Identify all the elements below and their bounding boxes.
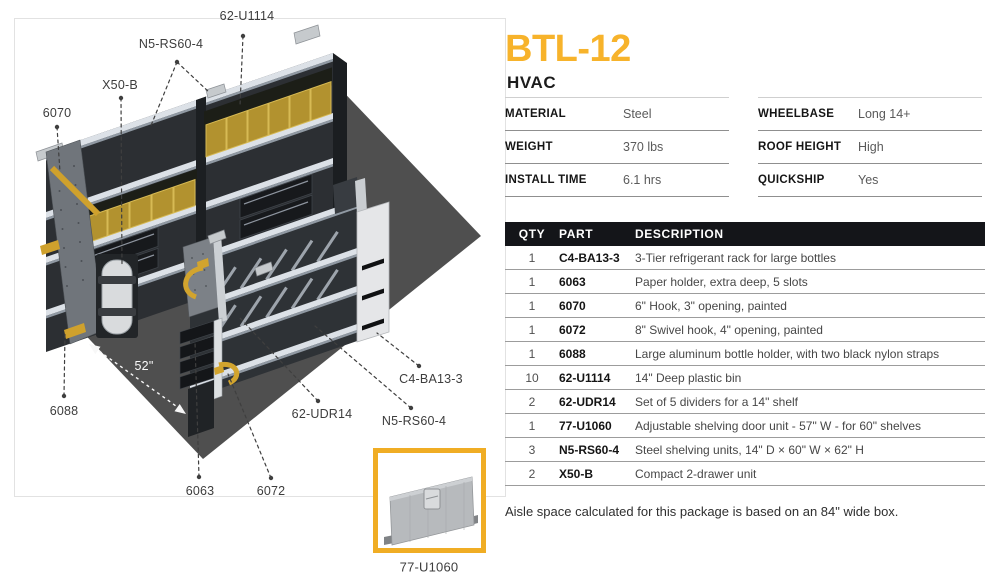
- callout-label-77-u1060: 77-U1060: [399, 559, 459, 575]
- spec-table-right: WHEELBASE Long 14+ ROOF HEIGHT High QUIC…: [758, 97, 982, 197]
- parts-table: QTY PART DESCRIPTION 1 C4-BA13-3 3-Tier …: [505, 222, 985, 486]
- spec-table-left: MATERIAL Steel WEIGHT 370 lbs INSTALL TI…: [505, 97, 729, 197]
- spec-label: MATERIAL: [505, 108, 566, 120]
- spec-row-quickship: QUICKSHIP Yes: [758, 164, 982, 197]
- callout-label-x50-b: X50-B: [102, 78, 138, 92]
- dimension-arrow-52in: [89, 344, 186, 414]
- spec-label: WHEELBASE: [758, 108, 835, 120]
- spec-row-wheelbase: WHEELBASE Long 14+: [758, 98, 982, 131]
- diagram-frame-border: [14, 18, 506, 497]
- plastic-bins-top-row: [204, 67, 332, 158]
- spec-label: ROOF HEIGHT: [758, 141, 842, 153]
- callout-label-62-udr14: 62-UDR14: [291, 407, 353, 421]
- spec-row-material: MATERIAL Steel: [505, 98, 729, 131]
- col-header-qty: QTY: [518, 227, 546, 241]
- wall-bracket: [293, 24, 321, 45]
- callout-label-c4-ba13-3: C4-BA13-3: [399, 372, 463, 386]
- col-header-part: PART: [559, 227, 594, 241]
- spec-label: INSTALL TIME: [505, 174, 587, 186]
- spec-value: Long 14+: [858, 107, 911, 121]
- shelving-isometric-illustration: [35, 24, 481, 481]
- callout-label-6088: 6088: [49, 404, 79, 418]
- spec-value: Steel: [623, 107, 652, 121]
- spec-value: High: [858, 140, 884, 154]
- callout-label-n5-rs60-4-top: N5-RS60-4: [138, 37, 204, 51]
- door-latch: [423, 488, 441, 510]
- package-subtitle: HVAC: [507, 73, 557, 92]
- parts-row: 1 C4-BA13-3 3-Tier refrigerant rack for …: [505, 246, 985, 270]
- spec-value: Yes: [858, 173, 879, 187]
- dimension-label-52in: 52": [134, 359, 154, 373]
- aisle-space-note: Aisle space calculated for this package …: [505, 504, 899, 519]
- spec-row-weight: WEIGHT 370 lbs: [505, 131, 729, 164]
- callout-label-6072: 6072: [256, 484, 286, 498]
- swivel-hook-6072: [218, 361, 240, 386]
- bottle-holder-6088: [96, 254, 138, 338]
- callout-lines: [56, 35, 420, 479]
- front-right-end-assembly: [333, 177, 390, 343]
- parts-row: 2 62-UDR14 Set of 5 dividers for a 14" s…: [505, 390, 985, 414]
- parts-row: 3 N5-RS60-4 Steel shelving units, 14" D …: [505, 438, 985, 462]
- diagram-panel: 62-U1114 N5-RS60-4 X50-B 6070 6088 52" 6…: [14, 9, 506, 575]
- parts-row: 1 6072 8" Swivel hook, 4" opening, paint…: [505, 318, 985, 342]
- callout-label-62-u1114: 62-U1114: [219, 9, 275, 23]
- callout-dots: [54, 33, 422, 481]
- front-shelving-unit: [179, 177, 390, 437]
- front-left-end-assembly: [179, 229, 240, 437]
- spec-row-roof-height: ROOF HEIGHT High: [758, 131, 982, 164]
- package-title: BTL-12: [505, 28, 631, 70]
- spec-label: QUICKSHIP: [758, 174, 825, 186]
- spec-value: 6.1 hrs: [623, 173, 662, 187]
- parts-row: 1 6088 Large aluminum bottle holder, wit…: [505, 342, 985, 366]
- callout-label-6063: 6063: [185, 484, 215, 498]
- parts-row: 1 6063 Paper holder, extra deep, 5 slots: [505, 270, 985, 294]
- callout-label-n5-rs60-4-bottom: N5-RS60-4: [381, 414, 447, 428]
- door-inset-box: [373, 448, 486, 553]
- hook-6070-strap: [49, 165, 101, 217]
- wall-bracket: [205, 83, 227, 99]
- parts-row: 2 X50-B Compact 2-drawer unit: [505, 462, 985, 486]
- parts-row: 1 77-U1060 Adjustable shelving door unit…: [505, 414, 985, 438]
- parts-table-header: QTY PART DESCRIPTION: [505, 222, 985, 246]
- parts-row: 10 62-U1114 14" Deep plastic bin: [505, 366, 985, 390]
- spec-value: 370 lbs: [623, 140, 664, 154]
- parts-row: 1 6070 6" Hook, 3" opening, painted: [505, 294, 985, 318]
- pegboard-end-panel: [40, 139, 105, 345]
- col-header-description: DESCRIPTION: [635, 227, 724, 241]
- callout-label-6070: 6070: [42, 106, 72, 120]
- spec-label: WEIGHT: [505, 141, 553, 153]
- shelving-door-illustration: [384, 476, 478, 546]
- spec-row-install-time: INSTALL TIME 6.1 hrs: [505, 164, 729, 197]
